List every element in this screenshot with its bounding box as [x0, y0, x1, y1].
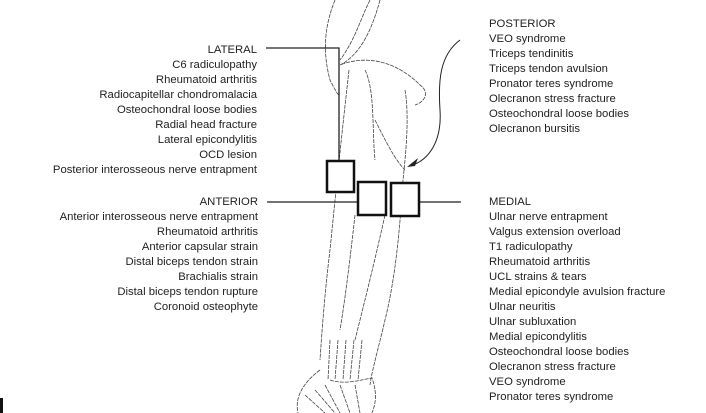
anterior-condition-item: Anterior interosseous nerve entrapment — [59, 211, 258, 223]
lateral-condition-item: C6 radiculopathy — [172, 59, 257, 71]
medial-condition-item: Osteochondral loose bodies — [489, 346, 630, 358]
anterior-condition-item: Distal biceps tendon strain — [125, 256, 259, 268]
arm-outline — [296, 0, 426, 413]
lateral-leader-line — [266, 47, 340, 160]
arrowhead-icon — [407, 158, 418, 167]
anterior-condition-item: Anterior capsular strain — [141, 241, 258, 253]
posterior-title: POSTERIOR — [489, 18, 556, 30]
edge-mark — [0, 398, 3, 413]
anterior-condition-item: Coronoid osteophyte — [153, 301, 258, 313]
posterior-condition-item: Olecranon bursitis — [489, 123, 581, 135]
anterior-group: ANTERIOR Anterior interosseous nerve ent… — [60, 195, 258, 315]
posterior-condition-item: Osteochondral loose bodies — [489, 108, 630, 120]
lateral-condition-item: Radial head fracture — [155, 119, 257, 131]
anterior-title: ANTERIOR — [199, 196, 258, 208]
medial-condition-item: Ulnar neuritis — [489, 301, 556, 313]
lateral-condition-item: Radiocapitellar chondromalacia — [99, 89, 257, 101]
medial-condition-item: Olecranon stress fracture — [489, 361, 616, 373]
medial-title: MEDIAL — [489, 196, 532, 208]
lateral-condition-item: Lateral epicondylitis — [157, 134, 257, 146]
posterior-leader-arrow — [409, 39, 461, 167]
leader-lines — [266, 39, 461, 203]
lateral-condition-item: Rheumatoid arthritis — [155, 74, 257, 86]
medial-condition-item: UCL strains & tears — [489, 271, 587, 283]
medial-condition-item: Valgus extension overload — [489, 226, 621, 238]
medial-condition-item: Rheumatoid arthritis — [489, 256, 591, 268]
lateral-condition-item: Posterior interosseous nerve entrapment — [52, 164, 257, 176]
lateral-region-box — [325, 159, 356, 194]
lateral-condition-item: OCD lesion — [199, 149, 257, 161]
medial-condition-item: Ulnar nerve entrapment — [489, 211, 608, 223]
medial-condition-item: T1 radiculopathy — [489, 241, 573, 253]
medial-region-box — [389, 181, 421, 218]
anterior-condition-item: Brachialis strain — [178, 271, 258, 283]
medial-condition-item: Medial epicondyle avulsion fracture — [489, 286, 666, 298]
posterior-condition-item: VEO syndrome — [489, 33, 566, 45]
region-boxes — [325, 159, 421, 218]
lateral-condition-item: Osteochondral loose bodies — [116, 104, 257, 116]
posterior-condition-item: Pronator teres syndrome — [489, 78, 614, 90]
anterior-condition-item: Rheumatoid arthritis — [156, 226, 258, 238]
medial-condition-item: VEO syndrome — [489, 376, 566, 388]
lateral-title: LATERAL — [207, 44, 257, 56]
posterior-condition-item: Triceps tendinitis — [489, 48, 574, 60]
anterior-condition-item: Distal biceps tendon rupture — [117, 286, 258, 298]
anterior-region-box — [356, 180, 388, 217]
posterior-condition-item: Olecranon stress fracture — [489, 93, 616, 105]
medial-condition-item: Pronator teres syndrome — [489, 391, 614, 403]
medial-condition-item: Ulnar subluxation — [489, 316, 577, 328]
medial-condition-item: Medial epicondylitis — [489, 331, 587, 343]
posterior-condition-item: Triceps tendon avulsion — [489, 63, 608, 75]
